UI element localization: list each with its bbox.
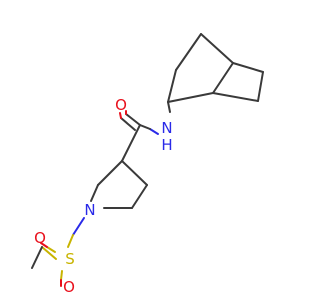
bond-left-ring-side [167, 69, 177, 103]
atom-o-sulfonyl-left: O [34, 229, 46, 247]
bond-nh-to-ring [167, 101, 171, 113]
bond-piperidine-left [90, 184, 99, 202]
bond-amide-to-piperidine [121, 124, 141, 162]
bond-carbonyl-lower-b [119, 112, 122, 119]
atom-n-ring: N [84, 201, 95, 219]
bond-piperidine-top-left [97, 160, 123, 186]
atom-s-sulfonyl: S [65, 250, 75, 268]
bond-bridge-left [175, 33, 202, 71]
bond-piperidine-right [131, 184, 148, 209]
bond-ethyl [31, 246, 43, 269]
bond-bridgehead-link [212, 62, 234, 94]
bond-ring-right [257, 71, 264, 102]
atom-o-sulfonyl-bottom: O [63, 278, 75, 296]
bond-carbonyl-upper-a [125, 113, 141, 126]
bond-ring-bottom [212, 92, 259, 102]
bond-s-ethyl-a [41, 246, 57, 260]
bond-bridge-right [200, 33, 234, 64]
bond-n-to-s-b [67, 234, 74, 248]
molecule-structure: O N H N S O O [31, 33, 264, 296]
atom-o-carbonyl: O [115, 96, 127, 114]
bond-piperidine-top-right [121, 160, 148, 186]
bond-s-o-bottom-a [60, 270, 63, 281]
bond-amide-n [149, 128, 159, 135]
bond-n-to-s-a [72, 217, 85, 236]
bond-ring-top-right [232, 62, 264, 73]
atom-labels: O N H N S O O [34, 96, 173, 296]
bond-amide-c [139, 124, 151, 130]
bond-s-o-left-a [46, 246, 56, 253]
bond-s-o-left-b [40, 242, 48, 248]
bond-carbonyl-lower-a [120, 117, 136, 131]
bond-left-ring-bottom [167, 92, 214, 103]
atom-n-amide: N [161, 119, 172, 137]
atom-h-amide: H [161, 136, 172, 154]
bond-lines [31, 33, 264, 287]
